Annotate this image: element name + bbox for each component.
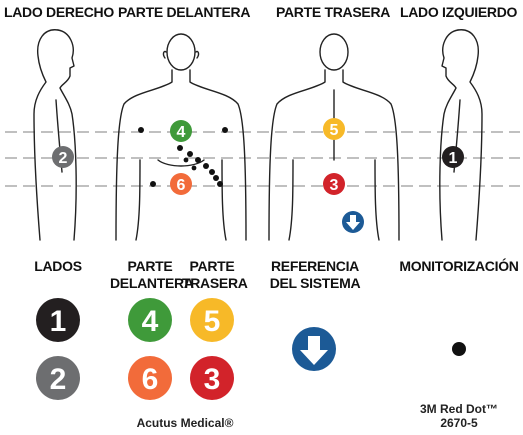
svg-text:4: 4 [142, 305, 159, 338]
legend-reference-electrode [292, 327, 336, 371]
electrode-2-on-right-side: 2 [52, 146, 74, 168]
legend-caption-back: PARTE TRASERA [182, 258, 248, 292]
svg-text:5: 5 [330, 122, 339, 139]
svg-text:4: 4 [177, 124, 186, 141]
svg-text:1: 1 [449, 150, 458, 167]
legend-electrode-3: 3 [190, 356, 234, 400]
monitoring-dot [209, 169, 215, 175]
svg-text:3: 3 [330, 177, 339, 194]
electrode-6-on-front: 6 [170, 173, 192, 195]
monitoring-dot [213, 175, 219, 181]
legend-caption-monitoring: MONITORIZACIÓN [399, 258, 519, 274]
legend-caption-front-line1: PARTE [127, 258, 173, 274]
legend-caption-front: PARTE DELANTERA [110, 258, 194, 292]
monitoring-dot [183, 157, 189, 163]
legend-caption-back-line2: TRASERA [182, 275, 248, 291]
monitoring-dot [187, 151, 193, 157]
view-title-back: PARTE TRASERA [276, 4, 391, 20]
legend-caption-sides: LADOS [34, 258, 82, 274]
electrode-4-on-front: 4 [170, 120, 192, 142]
view-title-right-side: LADO DERECHO [4, 4, 114, 20]
monitoring-dot [138, 127, 144, 133]
legend-caption-system-reference-line2: DEL SISTEMA [269, 275, 361, 291]
monitoring-dot [195, 157, 201, 163]
monitoring-dot [150, 181, 156, 187]
monitoring-dot [177, 145, 183, 151]
electrode-5-on-back: 5 [323, 118, 345, 140]
brand-acutus-medical: Acutus Medical® [136, 416, 234, 430]
down-arrow-icon [300, 336, 328, 365]
legend-caption-back-line1: PARTE [189, 258, 235, 274]
monitoring-dot [222, 127, 228, 133]
monitoring-dot [217, 181, 223, 187]
electrode-3-on-back: 3 [323, 173, 345, 195]
svg-text:6: 6 [142, 363, 159, 396]
svg-text:2: 2 [59, 150, 68, 167]
legend-electrode-2: 2 [36, 356, 80, 400]
legend-electrode-4: 4 [128, 298, 172, 342]
down-arrow-icon [346, 215, 360, 230]
view-title-left-side: LADO IZQUIERDO [400, 4, 518, 20]
svg-text:1: 1 [50, 305, 67, 338]
reference-electrode-on-back [342, 211, 364, 233]
legend-monitoring-dot [452, 342, 466, 356]
legend-caption-front-line2: DELANTERA [110, 275, 194, 291]
svg-text:2: 2 [50, 363, 67, 396]
monitoring-dot [191, 165, 197, 171]
legend-electrode-1: 1 [36, 298, 80, 342]
brand-3m-red-dot-line1: 3M Red Dot™ [420, 402, 498, 416]
svg-text:6: 6 [177, 177, 186, 194]
svg-text:3: 3 [204, 363, 221, 396]
monitoring-dot [203, 163, 209, 169]
reference-lines [5, 131, 520, 187]
front-body-figure [115, 33, 247, 241]
brand-3m-red-dot: 3M Red Dot™ 2670-5 [404, 402, 514, 430]
svg-text:5: 5 [204, 305, 221, 338]
legend-caption-system-reference: REFERENCIA DEL SISTEMA [264, 258, 366, 292]
legend-electrode-5: 5 [190, 298, 234, 342]
monitoring-dots-front [138, 127, 228, 187]
legend-caption-system-reference-line1: REFERENCIA [270, 258, 359, 274]
view-title-front: PARTE DELANTERA [118, 4, 251, 20]
right-side-profile-figure [33, 29, 77, 241]
legend-electrode-6: 6 [128, 356, 172, 400]
brand-3m-red-dot-line2: 2670-5 [440, 416, 478, 430]
left-side-profile-figure [439, 29, 483, 241]
electrode-1-on-left-side: 1 [442, 146, 464, 168]
